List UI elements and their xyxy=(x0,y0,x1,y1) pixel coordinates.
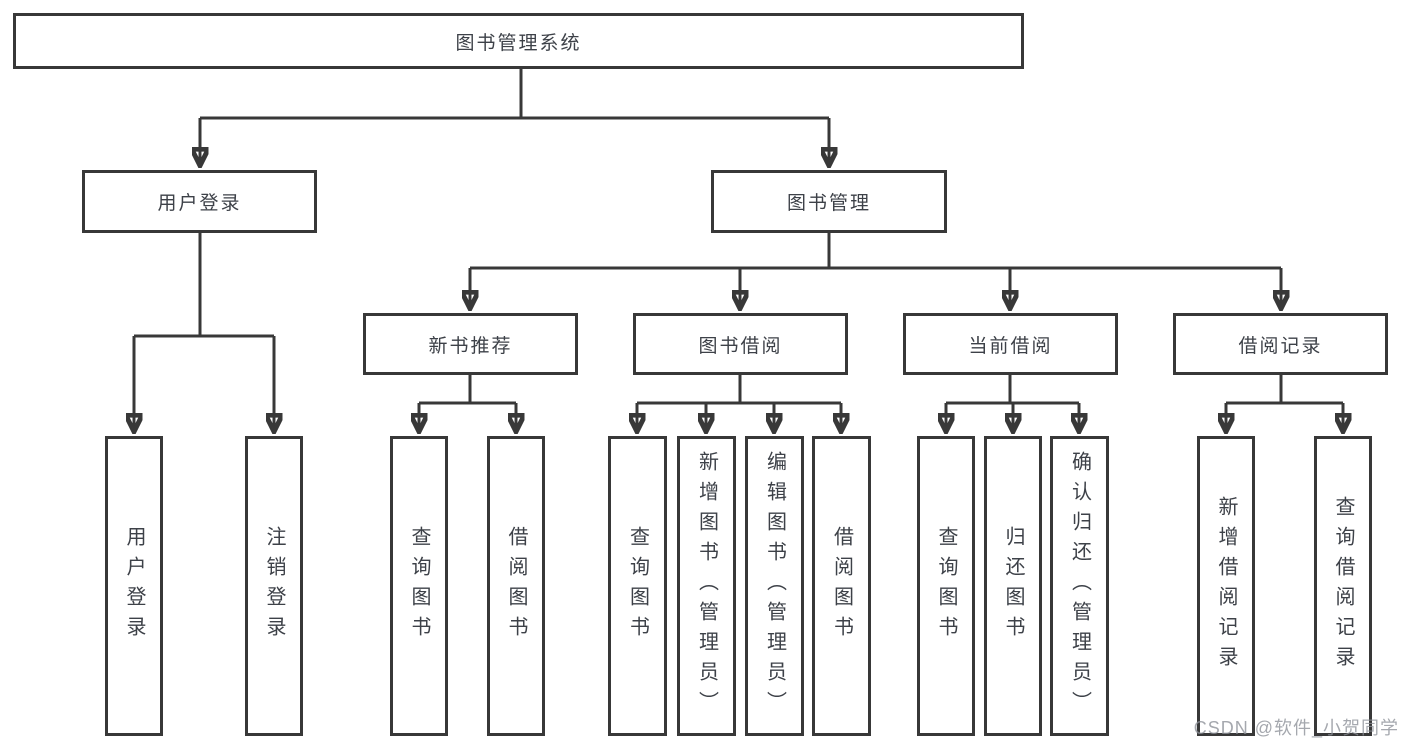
node-book-borrow: 图书借阅 xyxy=(633,313,848,375)
leaf-label: 编辑图书（管理员） xyxy=(763,451,786,721)
node-label: 用户登录 xyxy=(157,193,242,214)
leaf-current-return-books: 归还图书 xyxy=(984,436,1042,736)
connectors-current-borrow xyxy=(946,375,1079,430)
connectors-book-borrow xyxy=(637,375,841,430)
leaf-records-query-record: 查询借阅记录 xyxy=(1314,436,1372,736)
leaf-current-confirm-return-admin: 确认归还（管理员） xyxy=(1050,436,1109,736)
watermark-csdn: CSDN @软件_小贺同学 xyxy=(1193,718,1399,738)
connectors-root xyxy=(200,67,829,164)
connectors-book-management xyxy=(470,233,1281,307)
leaf-label: 借阅图书 xyxy=(505,526,527,646)
leaf-newrec-borrow-books: 借阅图书 xyxy=(487,436,545,736)
node-current-borrow: 当前借阅 xyxy=(903,313,1118,375)
node-label: 图书管理系统 xyxy=(455,32,582,54)
leaf-logout: 注销登录 xyxy=(245,436,303,736)
node-new-book-recommend: 新书推荐 xyxy=(363,313,578,375)
leaf-current-query-books: 查询图书 xyxy=(917,436,975,736)
node-book-management: 图书管理 xyxy=(711,170,947,233)
connectors-new-book-recommend xyxy=(419,375,516,430)
node-user-login: 用户登录 xyxy=(82,170,317,233)
leaf-records-add-record: 新增借阅记录 xyxy=(1197,436,1255,736)
leaf-borrow-add-books-admin: 新增图书（管理员） xyxy=(677,436,736,736)
leaf-label: 查询借阅记录 xyxy=(1332,496,1354,676)
leaf-label: 借阅图书 xyxy=(830,526,853,646)
leaf-borrow-query-books: 查询图书 xyxy=(608,436,667,736)
leaf-label: 新增借阅记录 xyxy=(1215,496,1237,676)
leaf-label: 归还图书 xyxy=(1002,526,1024,646)
leaf-borrow-edit-books-admin: 编辑图书（管理员） xyxy=(745,436,804,736)
leaf-label: 查询图书 xyxy=(935,526,957,646)
node-label: 图书借阅 xyxy=(698,335,783,357)
leaf-label: 用户登录 xyxy=(123,526,145,646)
leaf-label: 新增图书（管理员） xyxy=(695,451,718,721)
connectors-user-login xyxy=(134,233,274,430)
node-library-management-system: 图书管理系统 xyxy=(13,13,1024,69)
leaf-label: 查询图书 xyxy=(626,526,649,646)
leaf-label: 注销登录 xyxy=(263,526,285,646)
connectors-borrow-records xyxy=(1226,375,1343,430)
node-label: 新书推荐 xyxy=(428,335,513,357)
node-borrow-records: 借阅记录 xyxy=(1173,313,1388,375)
leaf-borrow-borrow-books: 借阅图书 xyxy=(812,436,871,736)
leaf-label: 确认归还（管理员） xyxy=(1068,451,1091,721)
leaf-user-login: 用户登录 xyxy=(105,436,163,736)
node-label: 当前借阅 xyxy=(968,335,1053,357)
leaf-newrec-query-books: 查询图书 xyxy=(390,436,448,736)
node-label: 借阅记录 xyxy=(1238,335,1323,357)
node-label: 图书管理 xyxy=(786,193,871,214)
leaf-label: 查询图书 xyxy=(408,526,430,646)
